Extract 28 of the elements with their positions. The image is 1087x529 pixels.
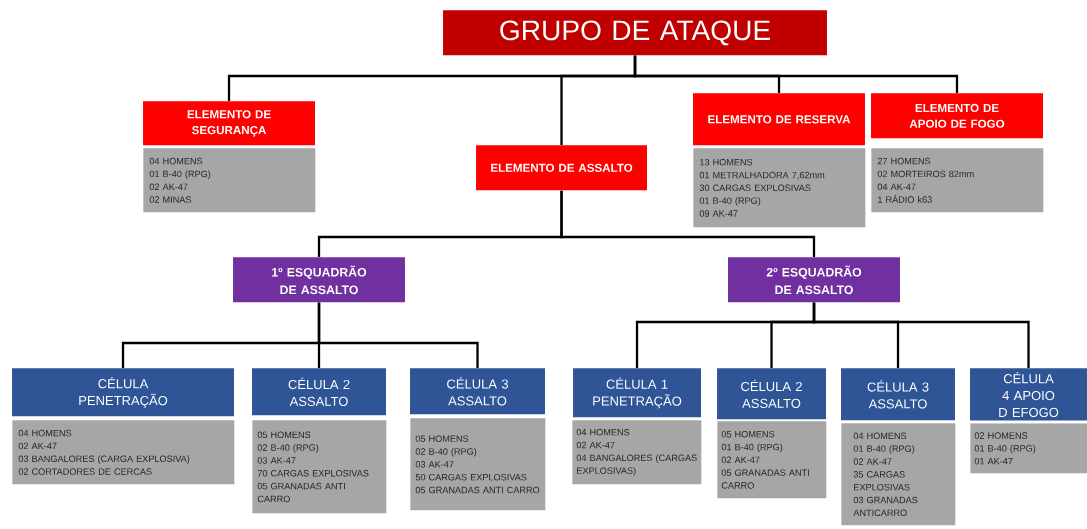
- cell-box: CÉLULA 3 ASSALTO: [410, 368, 545, 415]
- details-box: 04 HOMENS 02 AK-47 04 BANGALORES (CARGAS EXPLOSIVAS): [572, 420, 702, 485]
- squadron-box: 1º ESQUADRÃO DE ASSALTO: [233, 257, 405, 303]
- details-box: 04 HOMENS 02 AK-47 03 BANGALORES (CARGA EXPLOSIVA) 02 CORTADORES DE CERCAS: [12, 420, 235, 485]
- element-box: ELEMENTO DE APOIO DE FOGO: [871, 93, 1043, 139]
- details-box: 05 HOMENS 02 B-40 (RPG) 03 AK-47 70 CARGAS EXPLOSIVAS 05 GRANADAS ANTI CARRO: [252, 420, 387, 514]
- connector-line: [633, 55, 959, 93]
- details-box: 13 HOMENS 01 METRALHADORA 7,62mm 30 CARGAS EXPLOSIVAS 01 B-40 (RPG) 09 AK-47: [693, 148, 866, 228]
- details-box: 04 HOMENS 01 B-40 (RPG) 02 AK-47 02 MINAS: [143, 148, 316, 213]
- squadron-box: 2º ESQUADRÃO DE ASSALTO: [728, 257, 900, 303]
- details-box: 27 HOMENS 02 MORTEIROS 82mm 04 AK-47 1 RÁDIO k63: [871, 148, 1044, 213]
- connector-line: [560, 190, 816, 257]
- connector-line: [812, 302, 1030, 368]
- cell-box: CÉLULA 3 ASSALTO: [841, 368, 955, 421]
- details-box: 05 HOMENS 02 B-40 (RPG) 03 AK-47 50 CARGAS EXPLOSIVAS 05 GRANADAS ANTI CARRO: [410, 418, 546, 511]
- element-box: ELEMENTO DE ASSALTO: [476, 145, 647, 191]
- element-box: ELEMENTO DE SEGURANÇA: [143, 101, 315, 146]
- details-box: 05 HOMENS 01 B-40 (RPG) 02 AK-47 05 GRANADAS ANTI CARRO: [717, 421, 827, 499]
- details-box: 02 HOMENS 01 B-40 (RPG) 01 AK-47: [970, 423, 1087, 474]
- cell-box: CÉLULA 1 PENETRAÇÃO: [573, 368, 701, 418]
- connector-line: [317, 302, 479, 368]
- details-box: 04 HOMENS 01 B-40 (RPG) 02 AK-47 35 CARGAS EXPLOSIVAS 03 GRANADAS ANTICARRO: [841, 423, 956, 526]
- title-box: GRUPO DE ATAQUE: [443, 10, 827, 56]
- cell-box: CÉLULA PENETRAÇÃO: [12, 368, 234, 417]
- element-box: ELEMENTO DE RESERVA: [693, 93, 865, 146]
- cell-box: CÉLULA 4 APOIO D EFOGO: [970, 368, 1087, 421]
- cell-box: CÉLULA 2 ASSALTO: [717, 368, 826, 420]
- cell-box: CÉLULA 2 ASSALTO: [252, 368, 386, 416]
